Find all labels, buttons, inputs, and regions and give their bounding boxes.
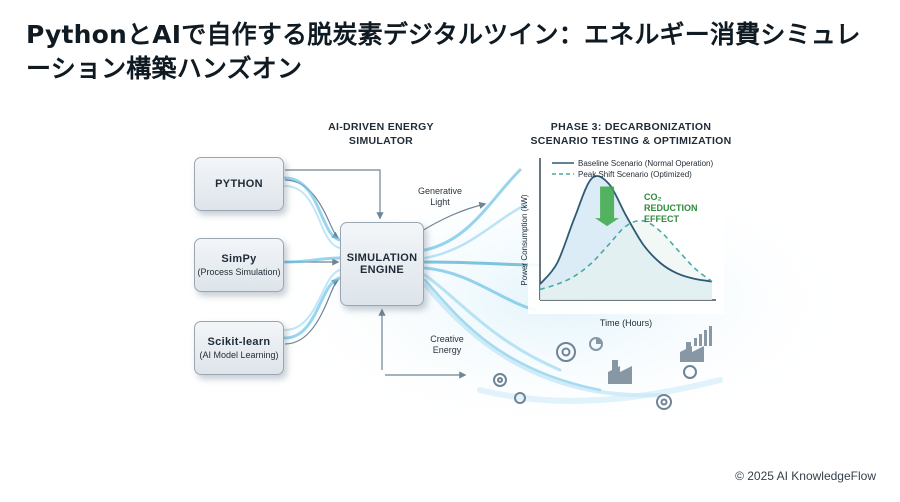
input-scikit-learn: Scikit-learn (AI Model Learning) [194, 321, 284, 375]
legend-label-optimized: Peak Shift Scenario (Optimized) [578, 170, 692, 179]
reduction-arrow [595, 186, 620, 227]
reduction-label: REDUCTION [644, 203, 698, 213]
annotation-creative: Creative Energy [430, 334, 464, 355]
series-baseline-line [539, 175, 713, 285]
reduction-label: CO₂ [644, 192, 662, 202]
y-axis-label: Power Consumption (kW) [520, 194, 529, 285]
reduction-label: EFFECT [644, 214, 680, 224]
input-python: PYTHON [194, 157, 284, 211]
simulator-heading: AI-DRIVEN ENERGY SIMULATOR [328, 121, 434, 147]
input-scikit-learn-desc: (AI Model Learning) [199, 350, 279, 360]
input-simpy-label: SimPy [221, 253, 257, 265]
input-simpy-desc: (Process Simulation) [197, 267, 281, 277]
simulation-engine: SIMULATION ENGINE [340, 222, 424, 306]
copyright-footer: © 2025 AI KnowledgeFlow [735, 469, 876, 483]
optimized-area [540, 220, 712, 300]
x-axis-label: Time (Hours) [600, 318, 652, 328]
bar-chart-icon [694, 326, 712, 346]
pie-chart-icon [589, 337, 603, 351]
phase-heading: PHASE 3: DECARBONIZATION SCENARIO TESTIN… [530, 121, 732, 147]
connector-lines [284, 169, 487, 379]
slide-title: PythonとAIで自作する脱炭素デジタルツイン：エネルギー消費シミュレーション… [26, 20, 861, 83]
input-simpy: SimPy (Process Simulation) [194, 238, 284, 292]
energy-streams [283, 168, 723, 404]
factory-icon [608, 342, 704, 384]
gear-icon [493, 342, 697, 410]
series-optimized-line [539, 219, 713, 291]
legend-label-baseline: Baseline Scenario (Normal Operation) [578, 159, 714, 168]
annotation-generative: Generative Light [417, 186, 463, 207]
input-scikit-learn-label: Scikit-learn [207, 336, 271, 348]
input-python-label: PYTHON [215, 178, 263, 190]
